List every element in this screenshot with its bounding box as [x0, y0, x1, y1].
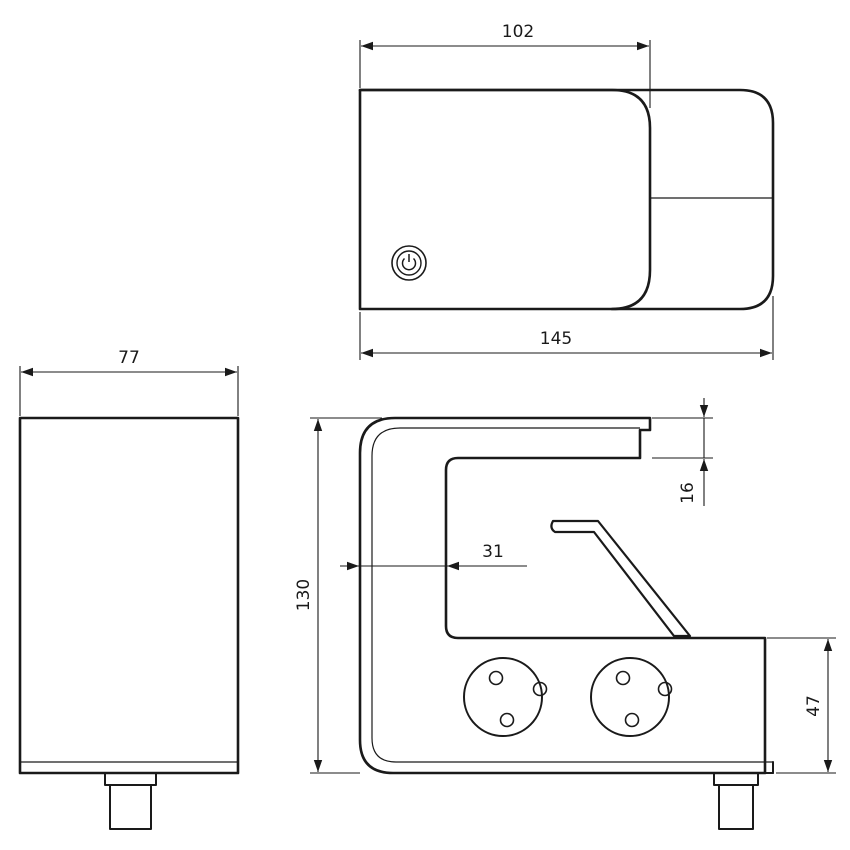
- front-view-lever: [550, 519, 692, 638]
- dim-77-label: 77: [118, 348, 140, 368]
- socket-1: [463, 657, 548, 737]
- front-view-screw: [713, 772, 759, 830]
- dim-47-label: 47: [804, 695, 824, 717]
- side-view-body: [18, 416, 240, 775]
- front-view-inner-line: [371, 427, 773, 763]
- side-view: 77: [18, 348, 240, 830]
- front-view: 130 31 16 47: [294, 398, 836, 830]
- dim-16-label: 16: [678, 482, 698, 504]
- front-view-outline: [358, 416, 767, 775]
- power-icon: [391, 245, 427, 281]
- socket-2: [590, 657, 673, 737]
- dim-145-label: 145: [540, 329, 572, 349]
- top-view-outline: [358, 88, 775, 311]
- dim-31-label: 31: [482, 542, 504, 562]
- dim-130-label: 130: [294, 579, 314, 611]
- top-view: 102 145: [358, 22, 775, 360]
- dim-102-label: 102: [502, 22, 534, 42]
- side-view-screw: [104, 772, 157, 830]
- top-view-lid: [358, 88, 652, 311]
